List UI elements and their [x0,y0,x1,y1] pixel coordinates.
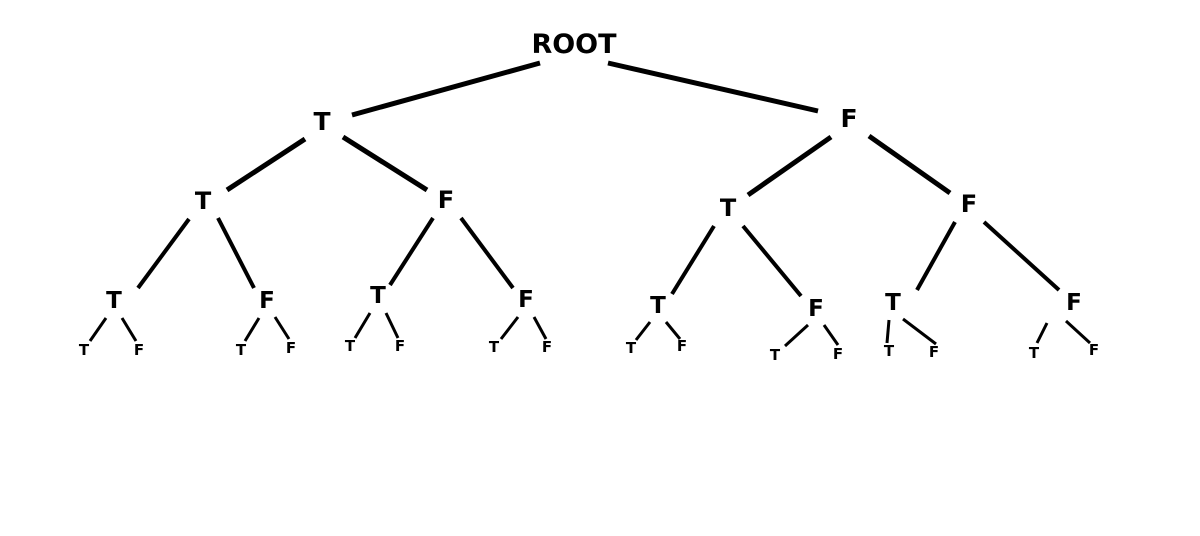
tree-edge-root-to-n-T [351,60,541,118]
tree-node-l-4[interactable]: F [286,339,296,357]
tree-edge-n-FFT-to-l-13 [885,319,891,344]
tree-edge-n-TT-to-n-TTF [216,217,256,289]
tree-edge-n-TTF-to-l-3 [243,317,261,342]
tree-node-n-T[interactable]: T [313,107,330,136]
tree-node-n-TTF[interactable]: F [259,288,275,314]
tree-edge-n-FTT-to-l-9 [634,321,652,341]
tree-edge-n-FF-to-n-FFF [982,220,1061,292]
tree-edge-n-FFF-to-l-15 [1035,322,1049,344]
tree-node-l-10[interactable]: F [677,337,687,355]
tree-node-l-8[interactable]: F [542,338,552,356]
tree-node-n-FTT[interactable]: T [650,293,666,319]
tree-node-n-FF[interactable]: F [961,190,977,218]
tree-node-n-TT[interactable]: T [195,187,212,215]
tree-edge-n-TF-to-n-TFF [459,216,515,290]
tree-edge-n-TFT-to-l-6 [384,312,400,339]
tree-edges-layer [88,60,1092,348]
tree-edge-root-to-n-F [607,60,819,114]
tree-node-l-9[interactable]: T [626,339,637,357]
tree-node-l-3[interactable]: T [236,341,247,359]
tree-edge-n-FFF-to-l-16 [1064,319,1092,345]
tree-edge-n-FTF-to-l-12 [822,324,840,346]
tree-edge-n-T-to-n-TF [341,134,429,193]
tree-node-n-TFF[interactable]: F [518,287,534,313]
tree-edge-n-FTT-to-l-10 [664,321,682,340]
tree-node-l-13[interactable]: T [884,342,895,360]
tree-edge-n-F-to-n-FT [746,134,833,198]
tree-node-l-14[interactable]: F [929,343,939,361]
tree-node-n-FT[interactable]: T [720,194,737,222]
tree-node-n-TF[interactable]: F [438,186,454,214]
tree-node-n-FFF[interactable]: F [1066,290,1082,316]
tree-node-l-5[interactable]: T [345,337,356,355]
tree-edge-n-TFF-to-l-7 [499,316,520,340]
tree-edge-n-TFT-to-l-5 [353,312,372,339]
tree-node-l-6[interactable]: F [395,337,405,355]
tree-node-root[interactable]: ROOT [531,29,617,60]
tree-node-l-11[interactable]: T [770,346,781,364]
tree-node-n-TTT[interactable]: T [106,288,122,314]
tree-node-n-F[interactable]: F [840,104,857,133]
tree-edge-n-TTF-to-l-4 [273,316,291,340]
tree-edge-n-FT-to-n-FTT [670,224,716,296]
tree-node-l-15[interactable]: T [1029,344,1040,362]
tree-edge-n-TTT-to-l-2 [120,317,138,342]
tree-node-l-2[interactable]: F [134,341,144,359]
tree-node-l-12[interactable]: F [833,345,843,363]
tree-node-n-FFT[interactable]: T [885,290,901,316]
tree-edge-n-TF-to-n-TFT [388,216,435,287]
tree-node-l-16[interactable]: F [1089,341,1099,359]
tree-edge-n-TT-to-n-TTT [136,217,191,290]
tree-node-l-1[interactable]: T [79,341,90,359]
tree-edge-n-FT-to-n-FTF [741,224,803,298]
tree-edge-n-F-to-n-FF [867,133,952,196]
tree-edge-n-FF-to-n-FFT [915,221,957,291]
tree-edge-n-FFT-to-l-14 [902,317,937,346]
tree-edge-n-T-to-n-TT [225,136,307,193]
tree-edge-n-TFF-to-l-8 [532,316,548,340]
tree-node-n-FTF[interactable]: F [808,296,824,322]
tree-node-n-TFT[interactable]: T [370,283,386,309]
tree-node-l-7[interactable]: T [489,338,500,356]
tree-edge-n-TTT-to-l-1 [88,317,108,342]
tree-edge-n-FTF-to-l-11 [783,323,810,348]
